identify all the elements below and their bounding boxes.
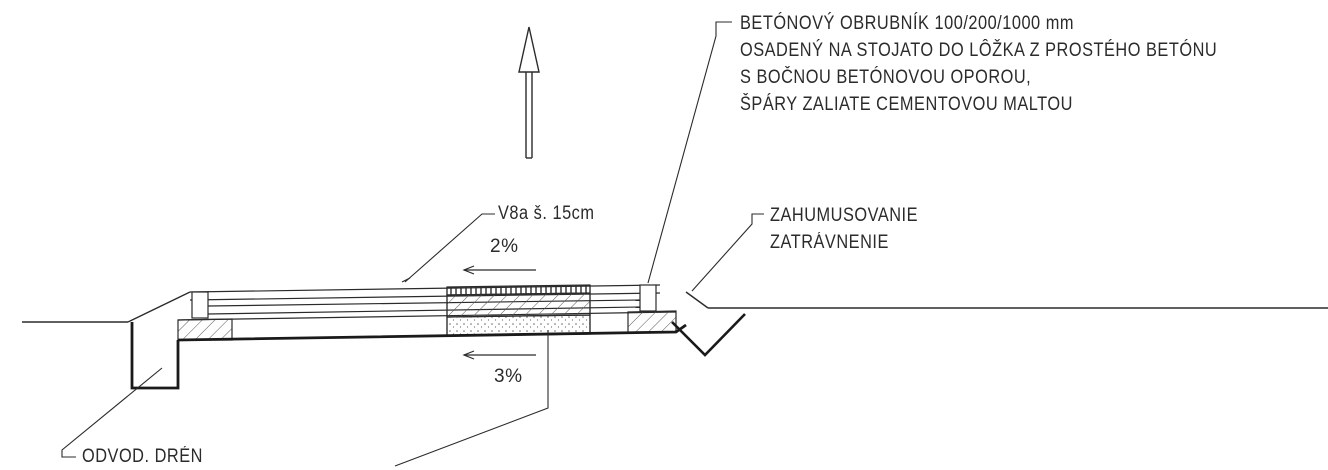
leader-lines [61, 21, 764, 467]
curb-note-line-2: OSADENÝ NA STOJATO DO LÔŽKA Z PROSTÉHO B… [740, 40, 1218, 61]
curb-note-line-4: ŠPÁRY ZALIATE CEMENTOVOU MALTOU [740, 94, 1073, 115]
drain-note-label: ODVOD. DRÉN [82, 446, 203, 467]
pavement-structure [177, 284, 677, 341]
slope-top-label: 2% [490, 236, 519, 257]
pavement-layer-label: V8a š. 15cm [498, 203, 595, 224]
drainage-ditch [671, 313, 746, 357]
soil-note-line-1: ZAHUMUSOVANIE [770, 205, 919, 226]
soil-note-line-2: ZATRÁVNENIE [770, 232, 889, 253]
drain-trench [130, 322, 180, 390]
direction-arrow [518, 26, 540, 159]
terrain-line [22, 291, 1328, 323]
subgrade-line [177, 323, 687, 342]
slope-bottom-label: 3% [494, 366, 523, 387]
curb-note-line-1: BETÓNOVÝ OBRUBNÍK 100/200/1000 mm [740, 13, 1074, 34]
slope-arrows [462, 265, 536, 360]
curb-note-line-3: S BOČNOU BETÓNOVOU OPOROU, [740, 67, 1032, 88]
